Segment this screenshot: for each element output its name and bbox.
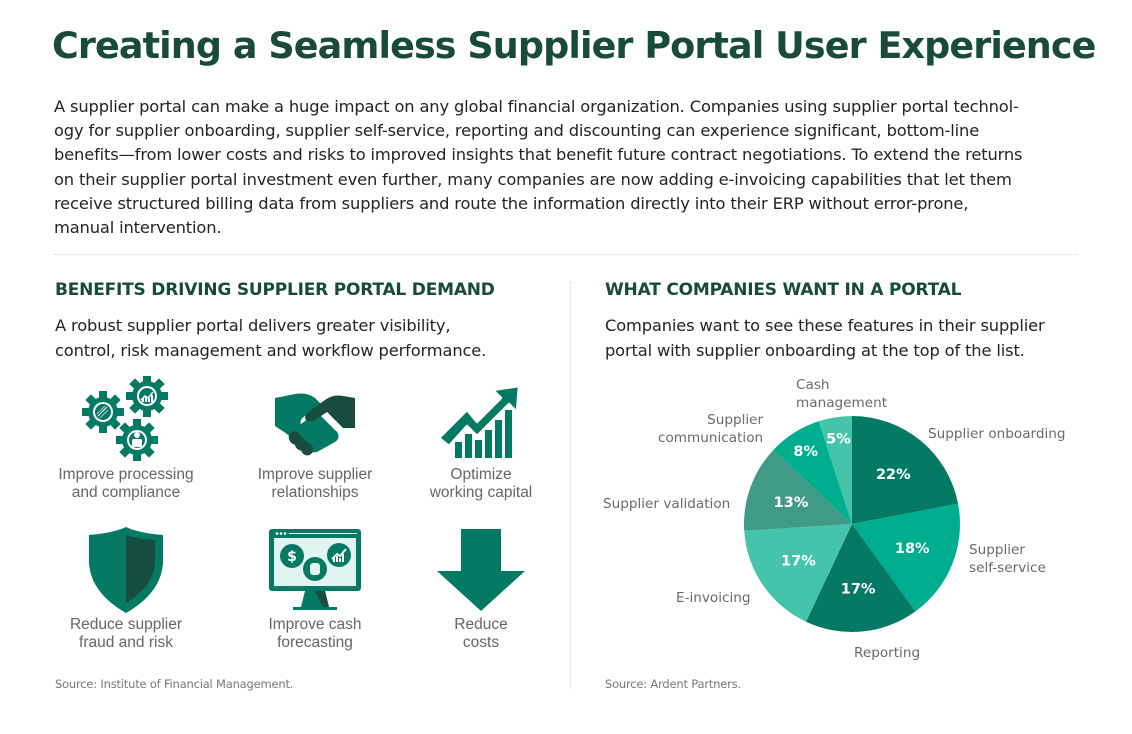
pie-slice	[852, 503, 960, 612]
down-arrow-icon	[396, 524, 566, 616]
benefit-label: Improve supplier relationships	[230, 466, 400, 502]
label-line: Improve supplier	[257, 466, 373, 483]
pie-slices	[744, 416, 960, 632]
benefit-label: Improve processing and compliance	[41, 466, 211, 502]
pie-chart: 22% 18% 17% 17% 13% 8% 5%	[744, 416, 960, 632]
portal-description: Companies want to see these features in …	[605, 313, 1045, 363]
label-text: Supplier	[707, 412, 764, 428]
pie-percent-labels: 22% 18% 17% 17% 13% 8% 5%	[774, 432, 930, 598]
pie-label-reporting: Reporting	[854, 644, 920, 662]
label-text: self-service	[969, 560, 1046, 576]
label-text: Supplier	[969, 542, 1026, 558]
benefit-improve-relationships: Improve supplier relationships	[230, 374, 400, 502]
pie-percent-label: 17%	[781, 553, 816, 569]
benefits-heading: BENEFITS DRIVING SUPPLIER PORTAL DEMAND	[55, 280, 495, 300]
benefit-label: Improve cash forecasting	[230, 616, 400, 652]
label-text: management	[796, 395, 888, 411]
description-line: portal with supplier onboarding at the t…	[605, 341, 1025, 360]
handshake-icon	[230, 374, 400, 466]
label-line: and compliance	[71, 484, 181, 501]
label-line: Improve cash	[268, 616, 362, 633]
left-source: Source: Institute of Financial Managemen…	[55, 677, 294, 691]
description-line: Companies want to see these features in …	[605, 316, 1045, 335]
right-source: Source: Ardent Partners.	[605, 677, 741, 691]
pie-percent-label: 17%	[841, 582, 876, 598]
label-text: Supplier validation	[603, 496, 731, 512]
pie-percent-label: 8%	[793, 444, 818, 460]
benefits-description: A robust supplier portal delivers greate…	[55, 313, 486, 363]
shield-icon	[41, 524, 211, 616]
label-line: Reduce supplier	[69, 616, 182, 633]
intro-line: manual intervention.	[54, 218, 222, 238]
pie-percent-label: 13%	[774, 495, 809, 511]
pie-slice	[852, 416, 959, 524]
label-line: costs	[462, 634, 500, 651]
pie-label-supplier-onboarding: Supplier onboarding	[928, 425, 1066, 443]
horizontal-divider	[54, 254, 1078, 255]
pie-percent-label: 5%	[826, 432, 851, 448]
benefit-reduce-fraud: Reduce supplier fraud and risk	[41, 524, 211, 652]
benefit-improve-processing: Improve processing and compliance	[41, 374, 211, 502]
description-line: A robust supplier portal delivers greate…	[55, 316, 451, 335]
benefit-label: Reduce supplier fraud and risk	[41, 616, 211, 652]
gears-icon	[41, 374, 211, 466]
pie-label-supplier-communication: Supplier communication	[658, 411, 763, 447]
pie-slice	[818, 416, 852, 524]
pie-label-supplier-self-service: Supplier self-service	[969, 541, 1046, 577]
label-line: forecasting	[277, 634, 353, 651]
intro-line: on their supplier portal investment even…	[54, 169, 1012, 189]
label-line: Improve processing	[58, 466, 194, 483]
description-line: control, risk management and workflow pe…	[55, 341, 487, 360]
label-text: Cash	[796, 377, 830, 393]
label-text: Reporting	[854, 645, 921, 661]
page-title: Creating a Seamless Supplier Portal User…	[52, 24, 1096, 67]
svg-text:$: $	[287, 549, 297, 565]
label-text: E-invoicing	[676, 590, 751, 606]
pie-label-e-invoicing: E-invoicing	[676, 589, 751, 607]
monitor-forecast-icon: $	[230, 524, 400, 616]
pie-slice	[744, 450, 852, 531]
benefit-optimize-capital: Optimize working capital	[396, 374, 566, 502]
intro-line: benefits—from lower costs and risks to i…	[54, 145, 1023, 165]
portal-heading: WHAT COMPANIES WANT IN A PORTAL	[605, 280, 962, 300]
label-line: relationships	[271, 484, 359, 501]
pie-slice	[806, 524, 916, 632]
pie-label-supplier-validation: Supplier validation	[603, 495, 730, 513]
pie-slice	[744, 524, 852, 622]
benefit-reduce-costs: Reduce costs	[396, 524, 566, 652]
pie-slice	[773, 421, 852, 524]
growth-chart-icon	[396, 374, 566, 466]
label-line: Reduce	[454, 616, 508, 633]
pie-percent-label: 22%	[876, 467, 911, 483]
vertical-divider	[570, 282, 571, 690]
label-line: Optimize	[450, 466, 512, 483]
label-line: fraud and risk	[79, 634, 173, 651]
pie-percent-label: 18%	[895, 541, 930, 557]
label-line: working capital	[429, 484, 533, 501]
label-text: communication	[658, 430, 764, 446]
intro-paragraph: A supplier portal can make a huge impact…	[54, 95, 1084, 240]
benefit-label: Reduce costs	[396, 616, 566, 652]
benefit-label: Optimize working capital	[396, 466, 566, 502]
label-text: Supplier onboarding	[928, 426, 1066, 442]
intro-line: receive structured billing data from sup…	[54, 193, 969, 213]
intro-line: A supplier portal can make a huge impact…	[54, 97, 1019, 116]
benefit-improve-forecasting: $ Improve cash forecasting	[230, 524, 400, 652]
pie-label-cash-management: Cash management	[796, 376, 887, 412]
intro-line: ogy for supplier onboarding, supplier se…	[54, 121, 980, 141]
